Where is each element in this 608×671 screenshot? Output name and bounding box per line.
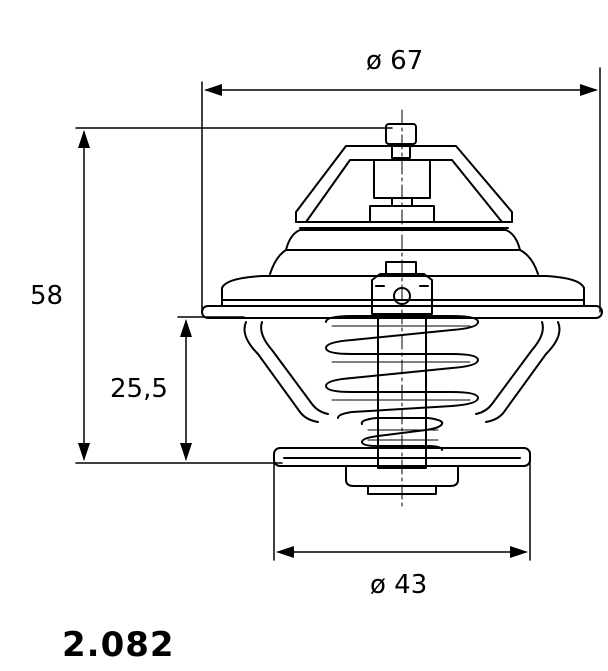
arrowhead-right	[510, 546, 528, 558]
bridge-frame-inner	[306, 160, 502, 222]
bridge-frame-outer	[296, 146, 512, 222]
arrowhead-right	[580, 84, 598, 96]
lower-cage	[245, 322, 560, 422]
upper-dome	[286, 230, 520, 250]
arrowhead-top	[180, 319, 192, 337]
arrowhead-bottom	[180, 443, 192, 461]
lower-valve-disc	[274, 448, 530, 494]
main-spring	[326, 316, 478, 418]
arrowhead-top	[78, 130, 90, 148]
total-height-label: 58	[30, 281, 64, 311]
thermostat-body	[202, 110, 602, 508]
bypass-spring	[362, 418, 442, 450]
arrowhead-left	[276, 546, 294, 558]
top-pin	[386, 124, 416, 158]
top-diameter-label: ø 67	[366, 46, 424, 76]
arrowhead-bottom	[78, 443, 90, 461]
arrowhead-left	[204, 84, 222, 96]
partial-height-label: 25,5	[110, 374, 168, 404]
partial-height-dimension	[178, 317, 244, 461]
total-height-dimension	[76, 128, 392, 463]
part-number: 2.082	[62, 625, 175, 665]
top-diameter-dimension	[202, 68, 600, 312]
bottom-diameter-dimension	[274, 455, 530, 560]
bottom-diameter-label: ø 43	[370, 570, 428, 600]
